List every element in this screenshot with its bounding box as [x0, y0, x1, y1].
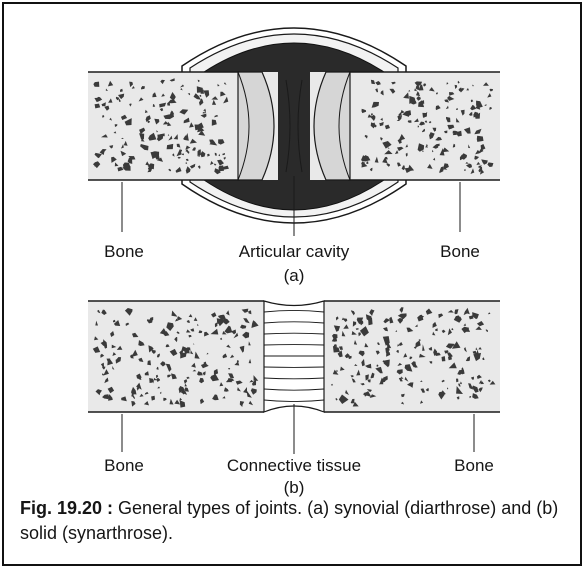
- label-connective-tissue: Connective tissue: [227, 456, 361, 476]
- sublabel-b: (b): [284, 478, 305, 498]
- label-bone-right-a: Bone: [440, 242, 480, 262]
- bone-left-b: [88, 301, 264, 412]
- synovial-joint: [88, 28, 500, 236]
- label-bone-right-b: Bone: [454, 456, 494, 476]
- caption-prefix: Fig. 19.20 :: [20, 498, 113, 518]
- label-bone-left-b: Bone: [104, 456, 144, 476]
- sublabel-a: (a): [284, 266, 305, 286]
- figure-caption: Fig. 19.20 : General types of joints. (a…: [20, 496, 580, 546]
- label-bone-left-a: Bone: [104, 242, 144, 262]
- solid-joint: [88, 301, 500, 454]
- label-articular-cavity: Articular cavity: [239, 242, 350, 262]
- connective-tissue: [264, 301, 324, 412]
